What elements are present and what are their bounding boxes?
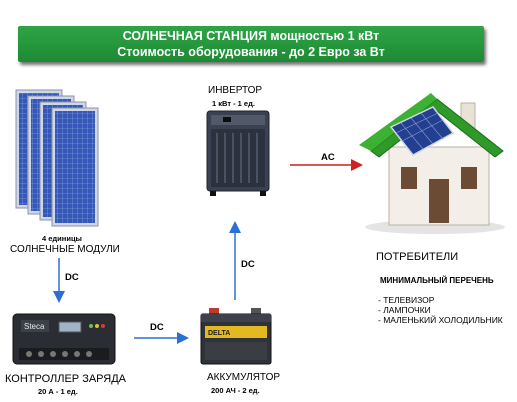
solar-panel-4 xyxy=(51,107,99,227)
controller-spec: 20 А - 1 ед. xyxy=(38,387,78,396)
label-dc-battery: DC xyxy=(241,259,255,270)
label-ac: AC xyxy=(321,152,335,163)
panels-count: 4 единицы xyxy=(42,234,82,243)
inverter-image xyxy=(206,110,270,196)
battery-spec: 200 АЧ - 2 ед. xyxy=(211,386,260,395)
controller-title: КОНТРОЛЛЕР ЗАРЯДА xyxy=(5,373,127,385)
battery-brand: DELTA xyxy=(208,330,230,337)
title-banner: СОЛНЕЧНАЯ СТАНЦИЯ мощностью 1 кВт Стоимо… xyxy=(18,26,484,62)
label-dc-controller: DC xyxy=(150,322,164,333)
inverter-spec: 1 кВт - 1 ед. xyxy=(212,99,255,108)
panels-title: СОЛНЕЧНЫЕ МОДУЛИ xyxy=(10,244,120,255)
battery-image: DELTA xyxy=(200,308,272,365)
consumer-item: - МАЛЕНЬКИЙ ХОЛОДИЛЬНИК xyxy=(378,315,503,325)
battery-title: АККУМУЛЯТОР xyxy=(207,372,281,383)
solar-panels-image xyxy=(15,89,99,227)
consumers-list: - ТЕЛЕВИЗОР - ЛАМПОЧКИ - МАЛЕНЬКИЙ ХОЛОД… xyxy=(378,295,503,325)
inverter-title: ИНВЕРТОР xyxy=(208,85,263,96)
consumers-title: ПОТРЕБИТЕЛИ xyxy=(376,251,459,263)
banner-title: СОЛНЕЧНАЯ СТАНЦИЯ мощностью 1 кВт xyxy=(122,29,380,43)
house-image xyxy=(359,93,505,234)
banner-subtitle: Стоимость оборудования - до 2 Евро за Вт xyxy=(117,45,385,59)
consumers-subtitle: МИНИМАЛЬНЫЙ ПЕРЕЧЕНЬ xyxy=(380,276,494,285)
label-dc-panels: DC xyxy=(65,272,79,283)
consumer-item: - ЛАМПОЧКИ xyxy=(378,305,431,315)
consumer-item: - ТЕЛЕВИЗОР xyxy=(378,295,435,305)
charge-controller-image: Steca xyxy=(12,313,116,365)
controller-brand: Steca xyxy=(24,322,45,331)
